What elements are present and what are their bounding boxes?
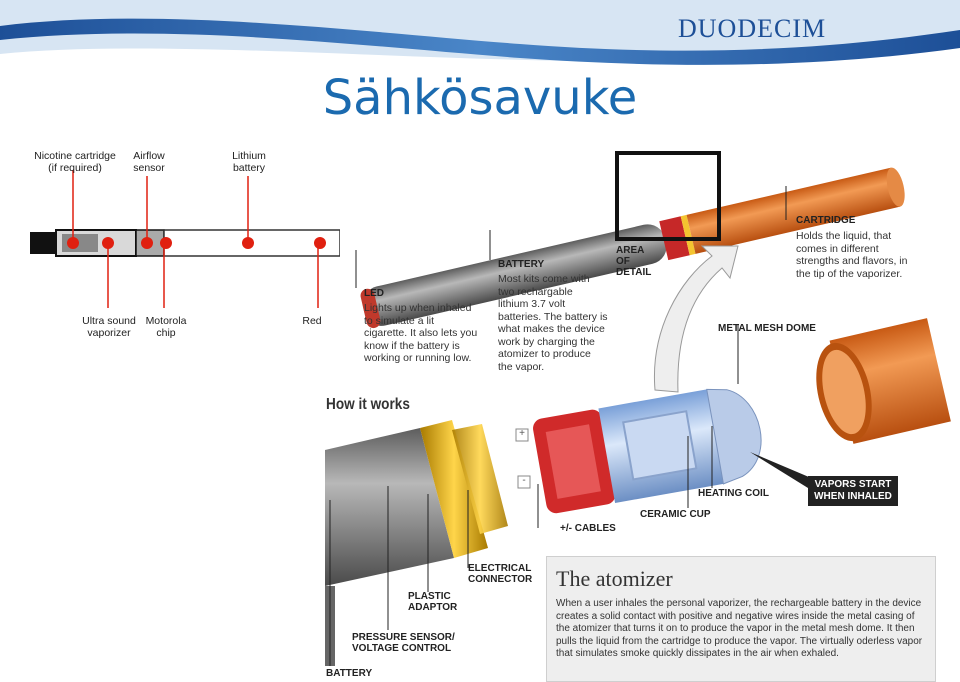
minus-terminal (517, 475, 531, 489)
plus-terminal (515, 428, 529, 442)
dot-lithium (242, 237, 254, 249)
area-of-detail-box (615, 151, 721, 241)
label-lithium: Lithium battery (232, 150, 266, 174)
dot-airflow (141, 237, 153, 249)
area-of-detail-label: AREA OF DETAIL (616, 245, 652, 278)
atomizer-assembly (533, 388, 762, 514)
detail-arrow (653, 245, 739, 393)
label-motorola: Motorola chip (145, 315, 187, 339)
dot-nicotine (67, 237, 79, 249)
label-red: Red (302, 315, 322, 327)
vapors-start-label: VAPORS START WHEN INHALED (808, 476, 898, 506)
heating-coil-label: HEATING COIL (698, 488, 769, 499)
e-cigarette-illustration (325, 151, 951, 666)
cartridge-tube-cut (816, 318, 951, 444)
battery-text: Most kits come with two rechargable lith… (498, 273, 608, 373)
dot-motorola (160, 237, 172, 249)
plus-sign: + (519, 428, 525, 439)
label-ultrasound: Ultra sound vaporizer (82, 315, 136, 339)
pressure-sensor-label: PRESSURE SENSOR/ VOLTAGE CONTROL (352, 632, 455, 654)
dot-red (314, 237, 326, 249)
label-airflow: Airflow sensor (133, 150, 165, 174)
cartridge-text: Holds the liquid, that comes in differen… (796, 230, 908, 280)
led-text: Lights up when inhaled to simulate a lit… (364, 302, 478, 364)
dot-ultrasound (102, 237, 114, 249)
cartridge-caption: CARTRIDGE (796, 215, 856, 226)
plastic-adaptor-label: PLASTIC ADAPTOR (408, 591, 458, 613)
atomizer-text: When a user inhales the personal vaporiz… (556, 598, 923, 660)
minus-sign: - (522, 475, 526, 486)
mouthpiece (30, 232, 58, 254)
bottom-battery-label: BATTERY (326, 668, 373, 679)
metal-mesh-dome-label: METAL MESH DOME (718, 323, 816, 334)
battery-caption: BATTERY (498, 259, 545, 270)
device-strip (30, 170, 340, 308)
bottom-battery-assembly (325, 420, 508, 666)
how-it-works-heading: How it works (326, 396, 410, 413)
page-title: Sähkösavuke (322, 70, 638, 126)
atomizer-title: The atomizer (556, 566, 673, 591)
duodecim-logo: DUODECIM (678, 14, 827, 43)
header-wave (0, 0, 960, 65)
atomizer-info-box (546, 556, 936, 682)
label-nicotine: Nicotine cartridge (if required) (34, 150, 116, 174)
electrical-connector-label: ELECTRICAL CONNECTOR (468, 563, 533, 585)
top-battery (360, 167, 905, 329)
vapors-pointer (750, 452, 816, 488)
led-caption: LED (364, 288, 384, 299)
ceramic-cup-label: CERAMIC CUP (640, 509, 711, 520)
cables-label: +/- CABLES (560, 523, 616, 534)
